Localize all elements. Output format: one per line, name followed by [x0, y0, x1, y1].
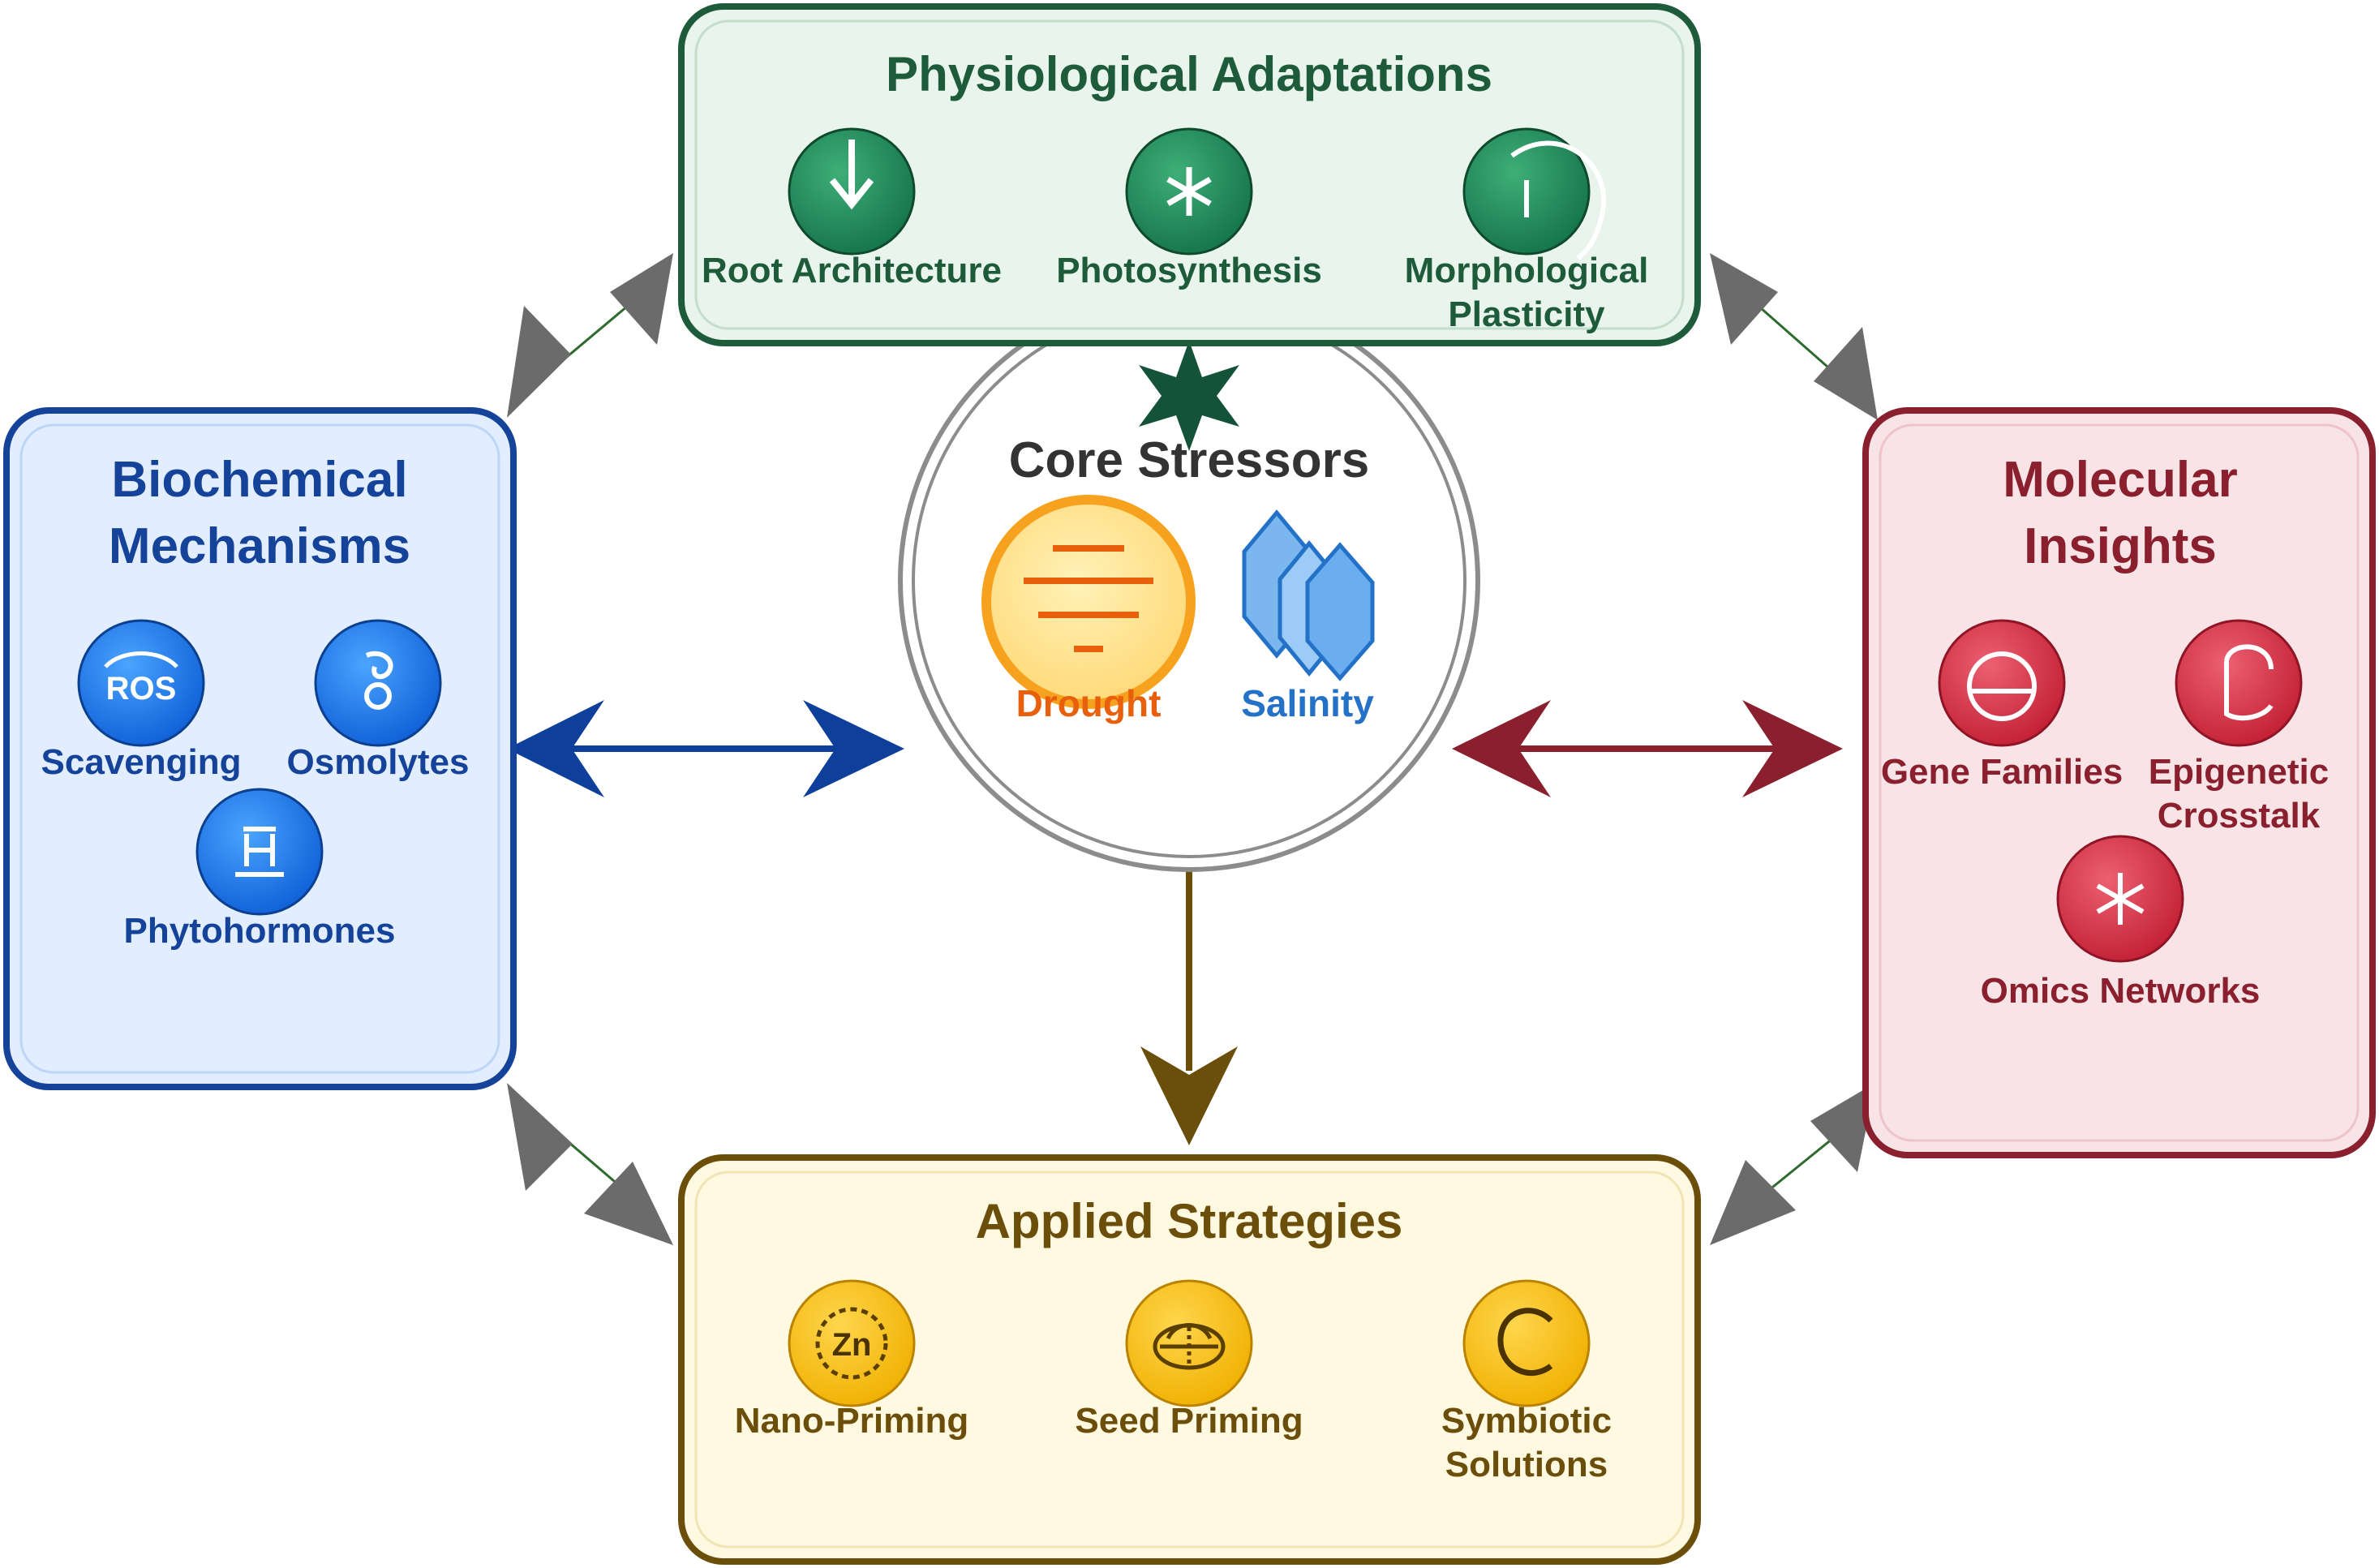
- symbiotic-label-line1: Symbiotic: [1441, 1401, 1612, 1441]
- seed-priming-label: Seed Priming: [1075, 1401, 1303, 1441]
- drought-label: Drought: [1016, 682, 1162, 724]
- connector-molecular-applied: [1710, 1083, 1875, 1245]
- omics-networks-label: Omics Networks: [1981, 971, 2261, 1011]
- root-architecture-node: Root Architecture: [702, 127, 1002, 290]
- connector-physiological-biochemical: [507, 253, 673, 418]
- arc-icon: [1510, 140, 1606, 260]
- morphological-label-line1: Morphological: [1405, 251, 1649, 290]
- photosynthesis-label: Photosynthesis: [1056, 251, 1322, 290]
- connector-physiological-molecular: [1710, 253, 1878, 420]
- nano-priming-node: Zn Nano-Priming: [735, 1279, 968, 1441]
- scavenging-node: ROS Scavenging: [41, 619, 242, 782]
- symbiotic-solutions-node: Symbiotic Solutions: [1441, 1279, 1612, 1484]
- ros-icon: ROS: [106, 671, 177, 707]
- connector-biochemical-applied: [507, 1083, 673, 1245]
- omics-networks-node: Omics Networks: [1981, 835, 2261, 1011]
- biochemical-title-line2: Mechanisms: [109, 518, 410, 574]
- epigenetic-icon: [2224, 644, 2274, 721]
- physiological-panel: Physiological Adaptations Root Architect…: [678, 3, 1701, 346]
- hormone-icon: [235, 827, 284, 877]
- seed-icon: [1153, 1323, 1226, 1370]
- symbiont-icon: [1497, 1308, 1553, 1377]
- epigenetic-crosstalk-node: Epigenetic Crosstalk: [2149, 619, 2330, 836]
- gene-icon: [1967, 651, 2037, 721]
- molecular-panel: Molecular Insights Gene Families Epigene…: [1862, 407, 2376, 1158]
- ros-arc-icon: [104, 651, 178, 668]
- arrow-molecular-core: [1452, 700, 1843, 797]
- gene-families-label: Gene Families: [1881, 752, 2123, 792]
- molecular-title-line1: Molecular: [2003, 452, 2237, 508]
- phytohormones-node: Phytohormones: [124, 788, 396, 951]
- seed-priming-node: Seed Priming: [1075, 1279, 1303, 1441]
- symbiotic-label-line2: Solutions: [1445, 1445, 1608, 1484]
- network-icon: [2096, 873, 2145, 925]
- arrow-biochemical-core: [507, 700, 904, 797]
- epigenetic-label-line1: Epigenetic: [2149, 752, 2330, 792]
- scavenging-label: Scavenging: [41, 742, 242, 782]
- gene-families-node: Gene Families: [1881, 619, 2123, 792]
- biochemical-panel: Biochemical Mechanisms ROS Scavenging Os…: [3, 407, 517, 1090]
- root-architecture-label: Root Architecture: [702, 251, 1002, 290]
- osmolytes-node: Osmolytes: [287, 619, 470, 782]
- epigenetic-label-line2: Crosstalk: [2158, 796, 2321, 836]
- star-icon: [1139, 341, 1239, 451]
- applied-panel: Applied Strategies Zn Nano-Priming Seed …: [678, 1154, 1701, 1565]
- osmolyte-icon: [364, 651, 393, 710]
- zn-icon: Zn: [832, 1327, 872, 1363]
- phytohormones-label: Phytohormones: [124, 911, 396, 951]
- osmolytes-label: Osmolytes: [287, 742, 470, 782]
- physiological-title: Physiological Adaptations: [886, 47, 1492, 101]
- applied-title: Applied Strategies: [976, 1194, 1403, 1248]
- morphological-plasticity-node: Morphological Plasticity: [1405, 127, 1649, 334]
- down-arrow-icon: [829, 140, 874, 210]
- salinity-crystal-icon: [1242, 509, 1375, 681]
- nano-priming-label: Nano-Priming: [735, 1401, 968, 1441]
- biochemical-title-line1: Biochemical: [111, 452, 407, 508]
- morphological-label-line2: Plasticity: [1448, 294, 1605, 334]
- photosynthesis-node: Photosynthesis: [1056, 127, 1322, 290]
- molecular-title-line2: Insights: [2024, 518, 2217, 574]
- arrow-core-applied: [1140, 848, 1238, 1145]
- salinity-label: Salinity: [1241, 682, 1374, 724]
- core-stressors-node: Core Stressors Drought Salinity: [898, 290, 1480, 872]
- core-title: Core Stressors: [1009, 432, 1370, 488]
- asterisk-icon: [1166, 167, 1212, 216]
- drought-icon: [981, 495, 1196, 709]
